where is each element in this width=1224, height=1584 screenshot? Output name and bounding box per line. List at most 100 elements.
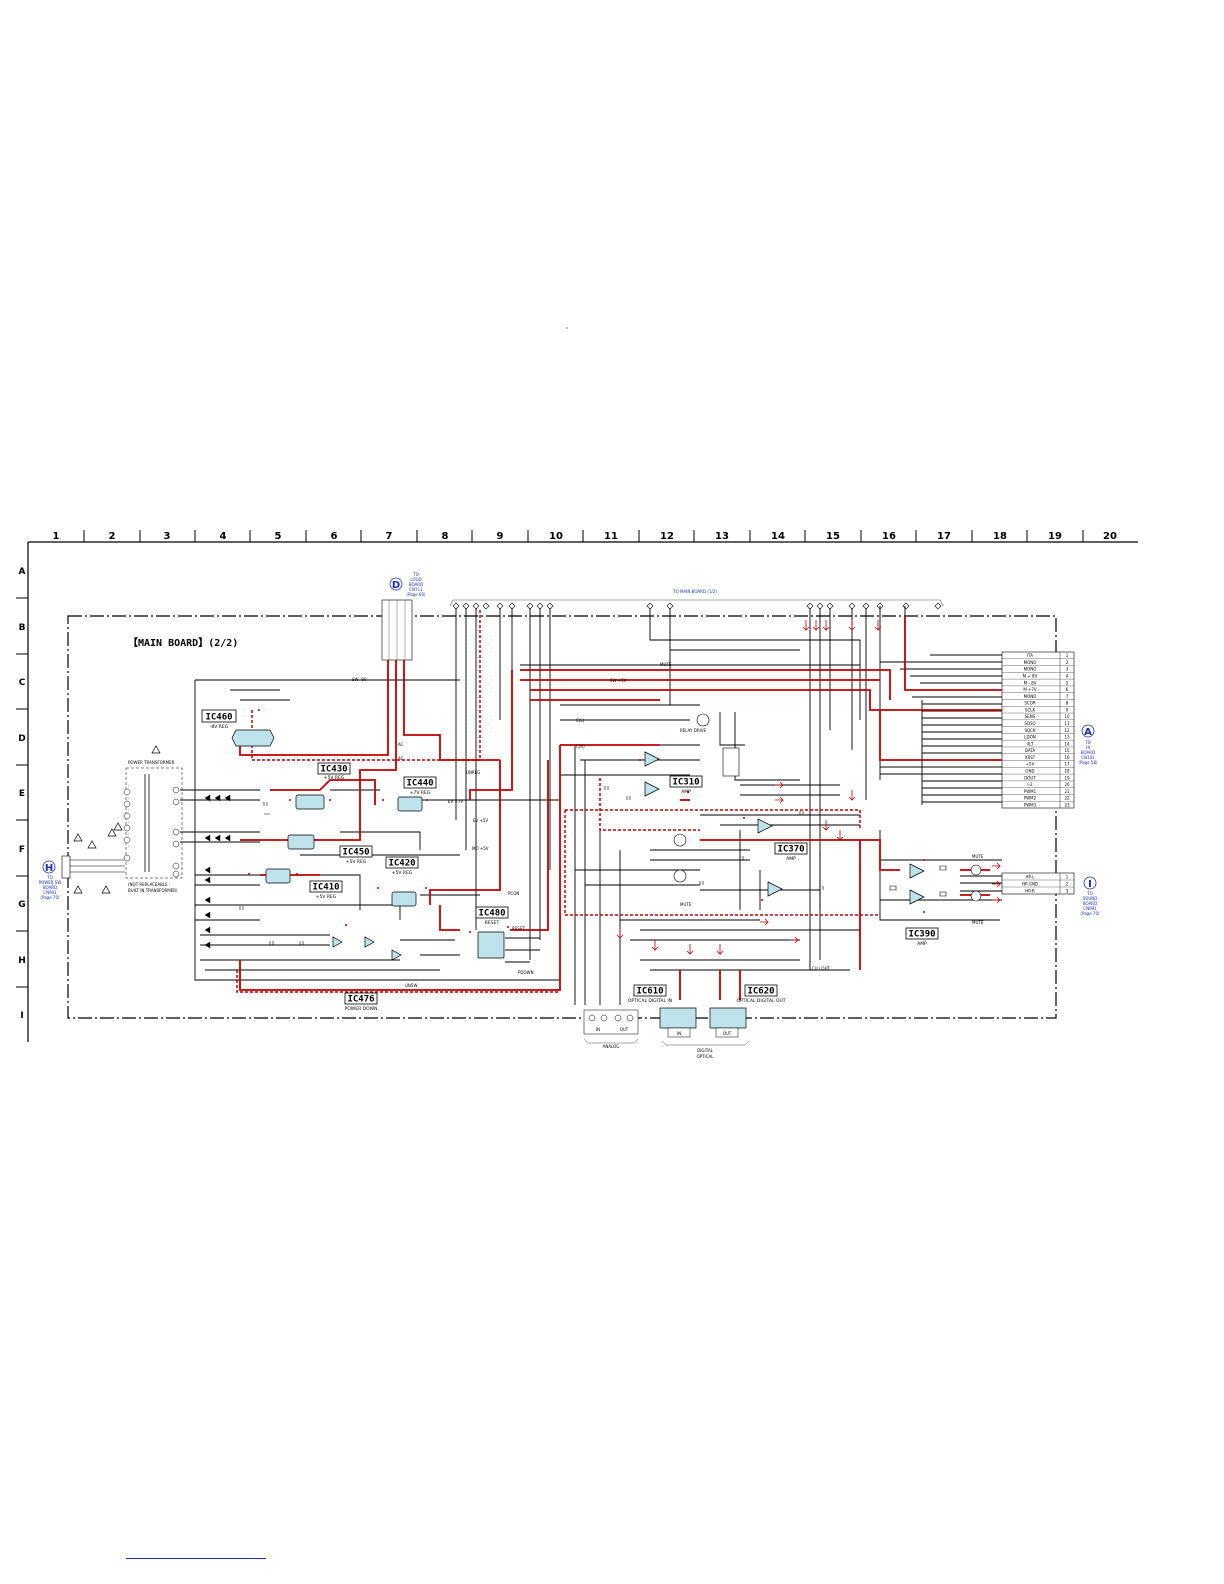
grid-col-6: 6 xyxy=(331,531,338,542)
connector-pin-number: 10 xyxy=(1064,714,1070,719)
top-bracket: TO MAIN BOARD (1/2) xyxy=(449,589,944,607)
connector-a-letter: A xyxy=(1084,727,1092,738)
connector-pin-name: SENS xyxy=(1025,714,1036,719)
connector-pin-name: M - 8V xyxy=(1024,680,1037,685)
connector-h-line-1: TO xyxy=(46,875,53,880)
signal-ac-1: AC xyxy=(398,742,404,747)
connector-pin-number: 4 xyxy=(1066,674,1069,679)
connector-pin-number: 22 xyxy=(1064,796,1070,801)
rectifier-diodes xyxy=(204,794,231,949)
connector-pin-name: SCOR xyxy=(1024,701,1035,706)
signal-mute: MUTE xyxy=(660,662,672,667)
connector-pin-name: MONO xyxy=(1024,660,1037,665)
connector-i-line-2: SOUND xyxy=(1083,896,1098,901)
connector-pin-name: PWM3 xyxy=(1024,802,1037,807)
connector-pin-name: SQCK xyxy=(1024,728,1035,733)
connector-i: I TO SOUND BOARD CN991 (Page 70) xyxy=(1080,876,1100,916)
ic610-label: IC610 xyxy=(636,987,663,997)
connector-pin-name: M +7V xyxy=(1023,687,1037,692)
connector-a-line-2: HI xyxy=(1086,745,1090,750)
optical-label: OPTICAL xyxy=(697,1054,715,1059)
ic460: IC460 -8V REG xyxy=(201,709,275,747)
warning-icon xyxy=(107,828,117,837)
connector-i-line-1: TO xyxy=(1086,891,1093,896)
grid-col-3: 3 xyxy=(164,531,171,542)
connector-a-line-1: TO xyxy=(1084,740,1091,745)
connector-pin-number: 18 xyxy=(1064,768,1070,773)
hp-pin-2-num: 2 xyxy=(1066,882,1069,887)
relay xyxy=(722,747,740,777)
ic476-sub: POWER DOWN xyxy=(345,1006,378,1012)
connector-h-badge xyxy=(42,860,56,874)
connector-pin-number: 2 xyxy=(1066,660,1069,665)
ic480-label: IC480 xyxy=(478,909,505,919)
ic410-label: IC410 xyxy=(312,883,339,893)
signal-dout: C(L) OUT xyxy=(812,966,830,971)
connector-pin-name: DOUT xyxy=(1024,775,1036,780)
optical-out-label: OUT xyxy=(723,1031,732,1036)
warning-icons xyxy=(73,745,161,894)
top-connector-label: TO MAIN BOARD (1/2) xyxy=(672,589,717,594)
grid-row-labels: A B C D E F G H I xyxy=(18,567,26,1021)
connector-i-letter: I xyxy=(1088,879,1092,890)
stray-mark xyxy=(566,327,568,329)
digital-label: DIGITAL xyxy=(697,1048,713,1053)
connector-h-line-2: POWER SW xyxy=(39,880,62,885)
grid-row-e: E xyxy=(19,789,25,799)
connector-pin-number: 11 xyxy=(1064,721,1070,726)
signal-pcon: PCON xyxy=(508,891,519,896)
passive-components xyxy=(239,786,947,945)
grid-row-g: G xyxy=(18,900,25,910)
power-transformer-label: POWER TRANSFORMER xyxy=(128,760,175,765)
red-power-wiring xyxy=(239,616,1002,1000)
relay-drive-transistor xyxy=(696,713,710,727)
ic620: IC620 OPTICAL DIGITAL OUT xyxy=(709,984,786,1029)
grid-row-c: C xyxy=(19,678,26,688)
ic370-label: IC370 xyxy=(777,845,804,855)
not-replaceable-line-2: BUILT IN TRANSFORMER) xyxy=(128,888,178,893)
grid-col-9: 9 xyxy=(497,531,504,542)
connector-pin-name: LDON xyxy=(1024,735,1035,740)
ic440-sub: +7V REG xyxy=(410,790,431,796)
grid-col-1: 1 xyxy=(53,531,60,542)
ic440-label: IC440 xyxy=(406,779,433,789)
connector-a: A TO HI BOARD CN101 (Page 58) xyxy=(1078,724,1098,765)
grid-col-5: 5 xyxy=(275,531,282,542)
connector-pin-number: 14 xyxy=(1064,741,1070,746)
grid-col-14: 14 xyxy=(771,531,785,542)
connector-i-badge xyxy=(1083,876,1097,890)
connector-pin-name: ITA xyxy=(1027,653,1033,658)
signal-cr: C(R) xyxy=(576,744,585,749)
mute-label-1: MUTE xyxy=(680,902,692,907)
ic430-label: IC430 xyxy=(320,765,347,775)
ic610: IC610 OPTICAL DIGITAL IN xyxy=(628,984,697,1029)
ic476: IC476 POWER DOWN xyxy=(332,936,402,1012)
connector-a-line-4: CN101 xyxy=(1081,755,1095,760)
ic450-sub: +5V REG xyxy=(346,859,367,865)
warning-icon xyxy=(87,840,97,849)
warning-icon xyxy=(101,885,111,894)
connector-i-line-3: BOARD xyxy=(1083,901,1097,906)
grid-row-d: D xyxy=(18,734,25,744)
connector-a-line-3: BOARD xyxy=(1081,750,1095,755)
connector-pin-number: 3 xyxy=(1066,667,1069,672)
connector-h-line-3: BOARD xyxy=(43,885,57,890)
connector-pin-number: 20 xyxy=(1064,782,1070,787)
not-replaceable-line-1: (NOT REPLACEABLE : xyxy=(128,882,170,887)
hp-pin-2-name: HP-GND xyxy=(1022,882,1038,887)
connector-pin-name: MONO xyxy=(1024,694,1037,699)
board-title: 【MAIN BOARD】(2/2) xyxy=(128,636,238,649)
ic420-sub: +5V REG xyxy=(392,870,413,876)
grid-col-7: 7 xyxy=(386,531,393,542)
ic420: IC420 +5V REG xyxy=(385,856,419,907)
connector-pin-number: 19 xyxy=(1064,775,1070,780)
grid-column-labels: 1 2 3 4 5 6 7 8 9 10 11 12 13 14 15 16 1… xyxy=(53,531,1117,542)
connector-d-line-1: TO xyxy=(412,572,419,577)
ic370: IC370 AMP xyxy=(757,818,808,897)
ic390-label: IC390 xyxy=(908,930,935,940)
connector-h: H TO POWER SW BOARD CN901 (Page 70) xyxy=(39,855,125,900)
ic430: IC430 +5V REG xyxy=(295,762,351,810)
grid-col-19: 19 xyxy=(1048,531,1062,542)
connector-d-badge xyxy=(389,577,403,591)
